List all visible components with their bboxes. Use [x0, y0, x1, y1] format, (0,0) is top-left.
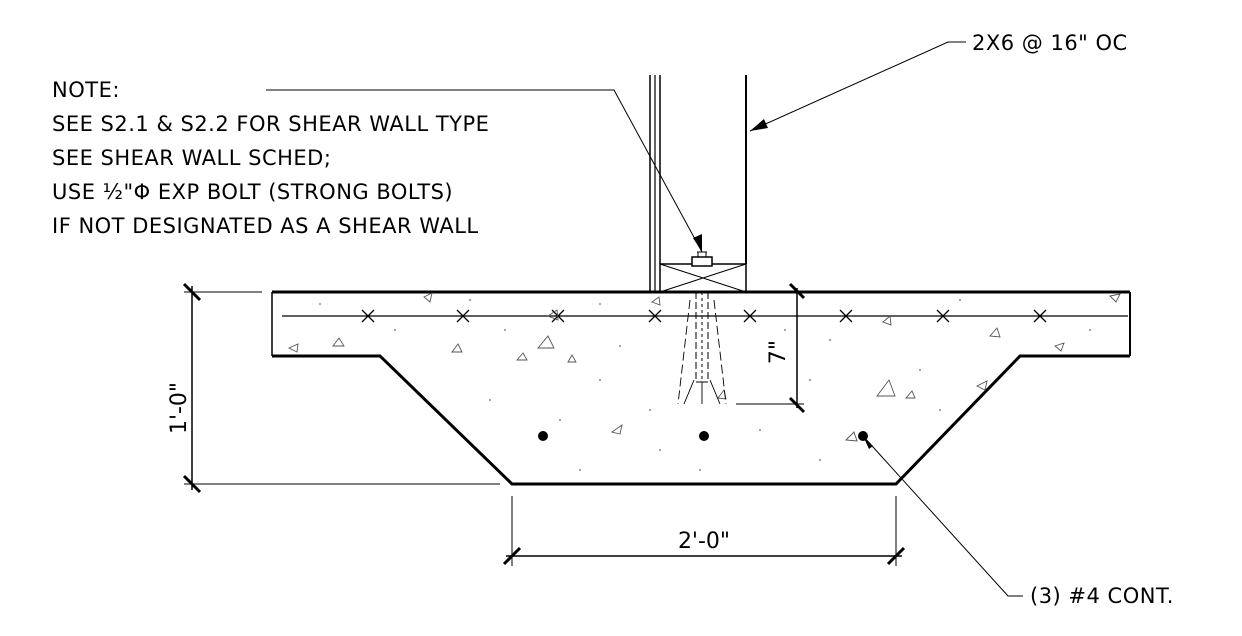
embed-dimension	[736, 282, 806, 414]
depth-dimension	[182, 282, 500, 494]
concrete-hatch	[287, 292, 1121, 442]
leader-lines	[266, 41, 1023, 597]
rebar-callout: (3) #4 CONT.	[1030, 584, 1174, 608]
anchor-bolt	[677, 251, 727, 405]
note-heading: NOTE:	[52, 78, 120, 102]
leader-arrowheads	[693, 119, 873, 449]
footing-outline	[271, 290, 1131, 486]
rebar-bars	[538, 431, 868, 441]
sill-plate	[659, 263, 747, 293]
width-dimension-label: 2'-0"	[678, 529, 730, 554]
note-line: IF NOT DESIGNATED AS A SHEAR WALL	[52, 214, 479, 238]
note-line: SEE SHEAR WALL SCHED;	[52, 146, 331, 170]
stud-callout: 2X6 @ 16" OC	[972, 31, 1128, 55]
mesh-crosses	[361, 309, 1047, 323]
wood-stud-wall	[649, 75, 747, 292]
embed-dimension-label: 7"	[766, 340, 791, 364]
width-dimension	[502, 496, 906, 566]
depth-dimension-label: 1'-0"	[167, 382, 192, 434]
note-line: SEE S2.1 & S2.2 FOR SHEAR WALL TYPE	[52, 112, 489, 136]
concrete-dots	[319, 299, 1091, 471]
note-line: USE ½"Φ EXP BOLT (STRONG BOLTS)	[52, 180, 453, 204]
